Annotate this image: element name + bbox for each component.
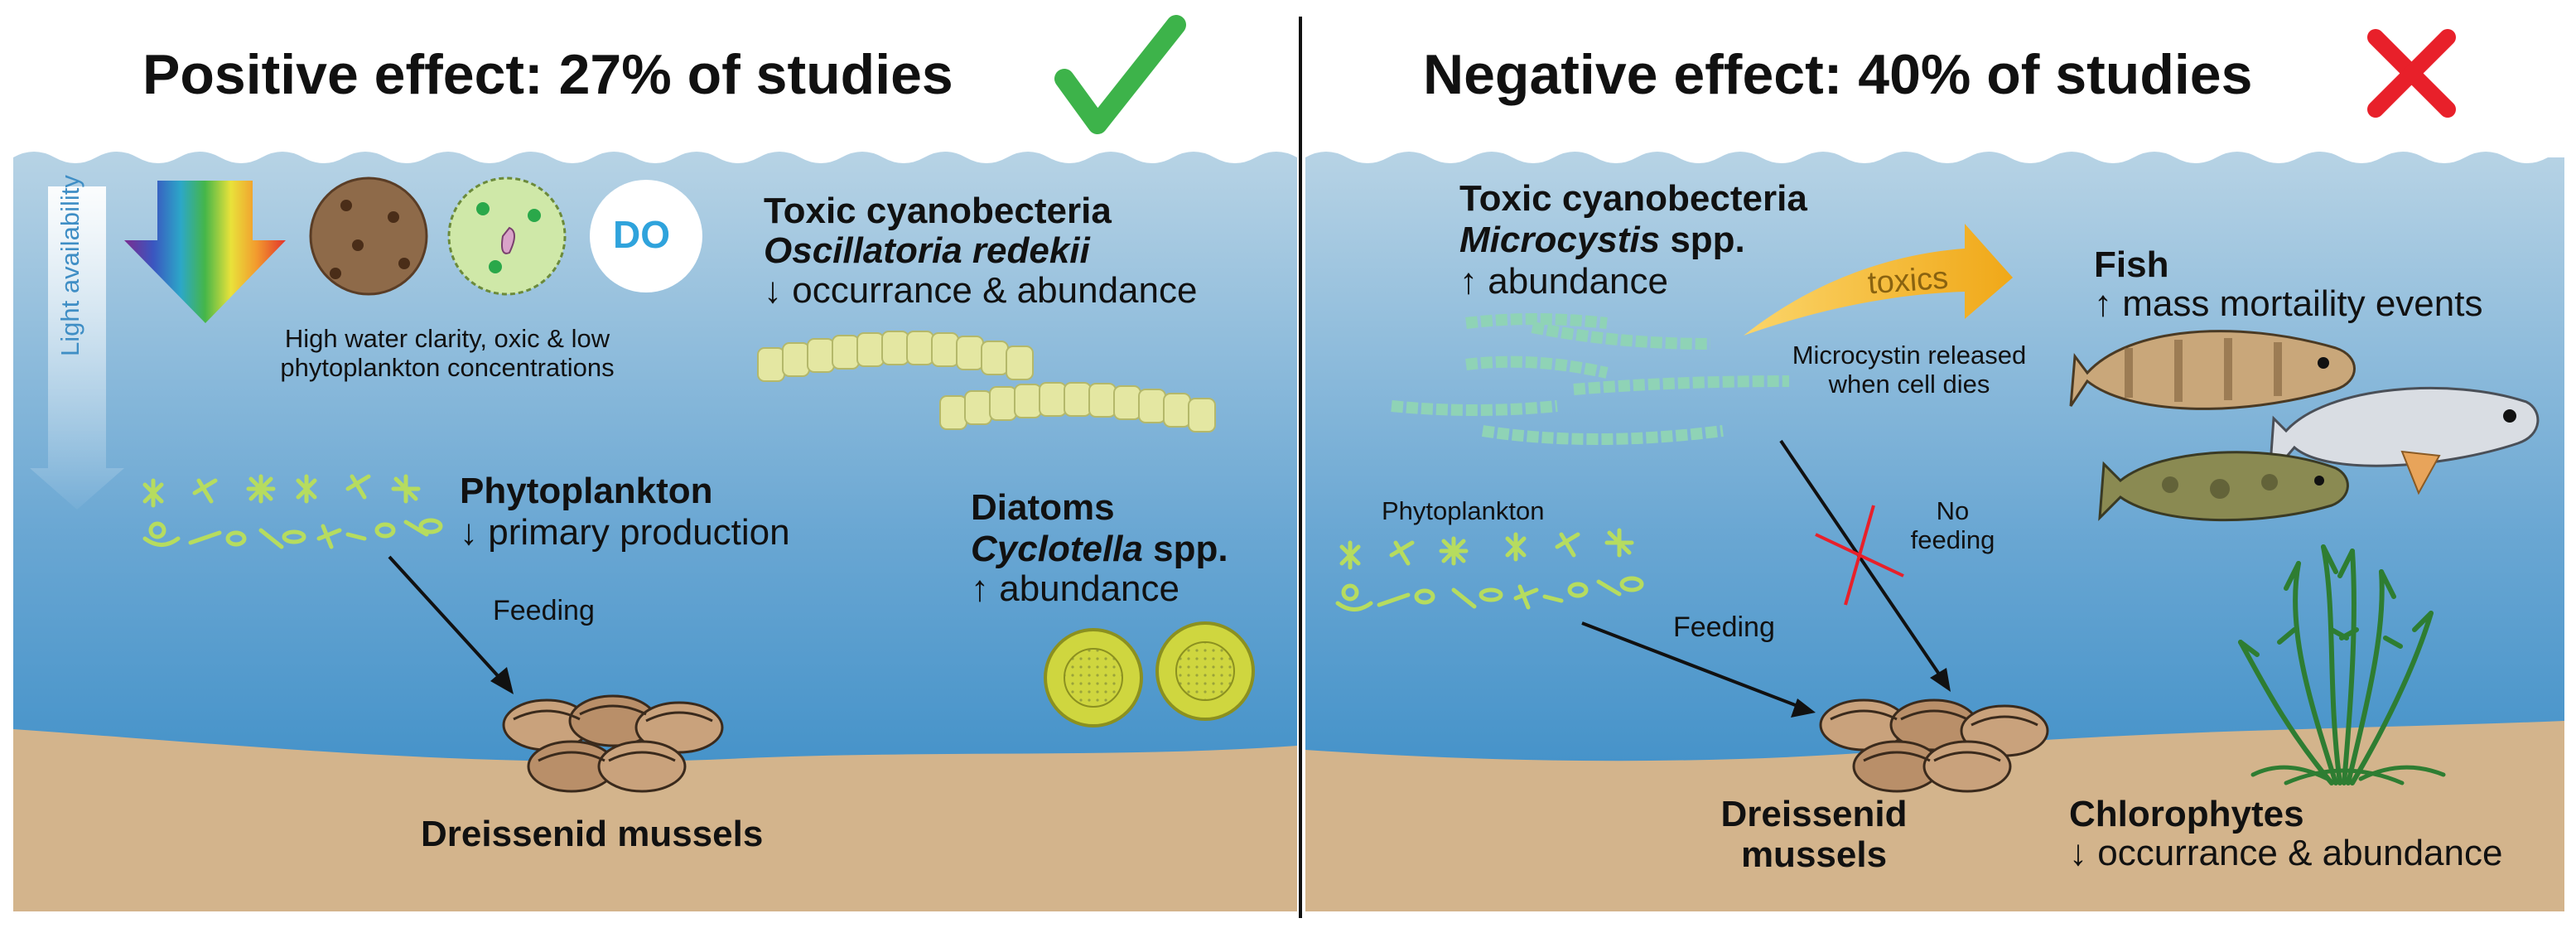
right-cyano-effect: ↑ abundance [1459,261,1668,302]
right-mussels-line-1: Dreissenid [1720,794,1908,834]
left-phyto-effect: ↓ primary production [460,512,790,553]
cyclotella-diatoms [1044,621,1255,727]
oxic-cell-icon [447,176,567,296]
left-phyto-heading: Phytoplankton [460,471,713,511]
turbid-particles-icon [309,176,428,296]
feeding-arrow-left [388,555,514,694]
mussels-left [502,694,724,793]
light-availability-arrow [30,186,124,510]
right-mussels-line-2: mussels [1740,834,1888,876]
chlorophyte-plant [2238,544,2446,785]
no-feeding-text: No feeding [1893,496,2013,554]
mussels-right [1819,698,2049,793]
diatoms-genus: Cyclotella [971,529,1143,569]
microcystin-text: Microcystin released when cell dies [1785,341,2033,399]
left-cyano-species: Oscillatoria redekii [764,230,1090,271]
check-mark-icon [1054,15,1186,134]
right-sediment [1305,721,2564,911]
right-feeding-label: Feeding [1673,611,1775,643]
right-phyto-label: Phytoplankton [1382,496,1545,525]
red-x-icon [2367,29,2456,118]
no-feeding-line-2: feeding [1910,524,1995,554]
no-feeding-line-1: No [1936,496,1970,525]
left-sediment [13,729,1297,911]
right-cyano-species: Microcystis spp. [1459,220,1745,260]
left-cyano-heading: Toxic cyanobecteria [764,191,1112,231]
phytoplankton-cluster-left [142,474,443,549]
left-panel-title: Positive effect: 27% of studies [142,43,953,106]
chlorophytes-effect: ↓ occurrance & abundance [2069,833,2503,873]
right-panel-title: Negative effect: 40% of studies [1423,43,2253,106]
dissolved-oxygen-icon [590,180,702,292]
fish-bass [2098,451,2349,522]
diatoms-heading: Diatoms [971,487,1115,528]
fish-whitefish [2268,386,2540,495]
left-mussels-label: Dreissenid mussels [421,814,764,854]
light-availability-label: Light availability [55,175,84,356]
fish-drum [2069,330,2356,410]
toxics-label: toxics [1866,260,1950,302]
microcystis-genus: Microcystis [1459,220,1661,260]
left-feeding-label: Feeding [493,595,595,626]
phytoplankton-cluster-right [1335,528,1644,611]
clarity-line-2: phytoplankton concentrations [280,352,615,382]
feeding-arrow-right [1581,621,1816,718]
microcystis-colonies [1391,313,1790,445]
microcystis-spp: spp. [1660,220,1745,260]
blocked-feeding-x-icon [1815,505,1904,606]
diatoms-spp: spp. [1142,529,1228,569]
rainbow-light-arrow [124,181,286,323]
fish-effect: ↑ mass mortaility events [2094,283,2483,324]
toxics-arrow [1744,224,2013,336]
right-mussels-label: Dreissenid mussels [1681,794,1946,876]
fish-heading: Fish [2094,244,2169,285]
diatoms-effect: ↑ abundance [971,568,1179,609]
microcystin-line-2: when cell dies [1828,369,1990,399]
clarity-line-1: High water clarity, oxic & low [284,324,610,353]
oscillatoria-filaments [757,331,1216,433]
left-cyano-effect: ↓ occurrance & abundance [764,270,1198,311]
chlorophytes-heading: Chlorophytes [2069,794,2304,834]
microcystin-line-1: Microcystin released [1792,341,2027,370]
right-cyano-heading: Toxic cyanobecteria [1459,178,1807,219]
diatoms-species: Cyclotella spp. [971,529,1228,569]
dissolved-oxygen-label: DO [613,213,670,256]
water-clarity-text: High water clarity, oxic & low phytoplan… [240,324,654,382]
